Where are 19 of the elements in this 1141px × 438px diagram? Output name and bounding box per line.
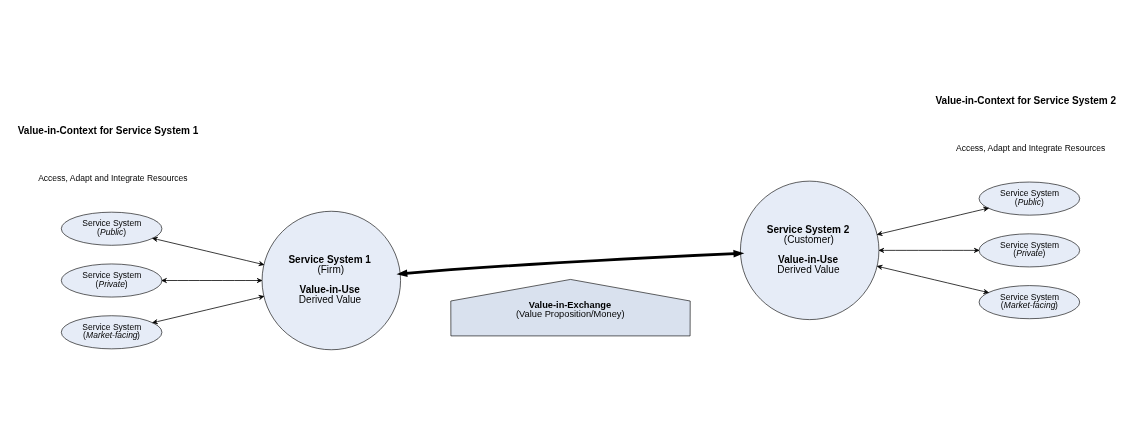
arrow bbox=[877, 264, 989, 294]
node-ellipse: Service System (Public) bbox=[61, 211, 163, 246]
arrow bbox=[878, 247, 980, 253]
label: Value-in-Context for Service System 1 bbox=[17, 124, 199, 136]
node-ellipse: Service System (Market-facing) bbox=[978, 285, 1080, 319]
node-circle: Service System 2 (Customer) Value-in-Use Derived Value bbox=[740, 180, 880, 320]
arrow bbox=[152, 236, 265, 266]
node-ellipse: Service System (Market-facing) bbox=[61, 315, 163, 350]
label: Value-in-Context for Service System 2 bbox=[935, 94, 1117, 106]
label: Access, Adapt and Integrate Resources bbox=[955, 143, 1106, 154]
arrow bbox=[396, 249, 745, 278]
node-ellipse: Service System (Public) bbox=[978, 181, 1080, 216]
arrow bbox=[161, 278, 263, 283]
arrow bbox=[877, 206, 989, 236]
label: Access, Adapt and Integrate Resources bbox=[38, 173, 188, 184]
node-ellipse: Service System (Private) bbox=[978, 233, 1080, 268]
node-circle: Service System 1 (Firm) Value-in-Use Derived Value bbox=[261, 210, 401, 351]
arrow bbox=[152, 295, 265, 325]
node-ellipse: Service System (Private) bbox=[61, 263, 163, 298]
